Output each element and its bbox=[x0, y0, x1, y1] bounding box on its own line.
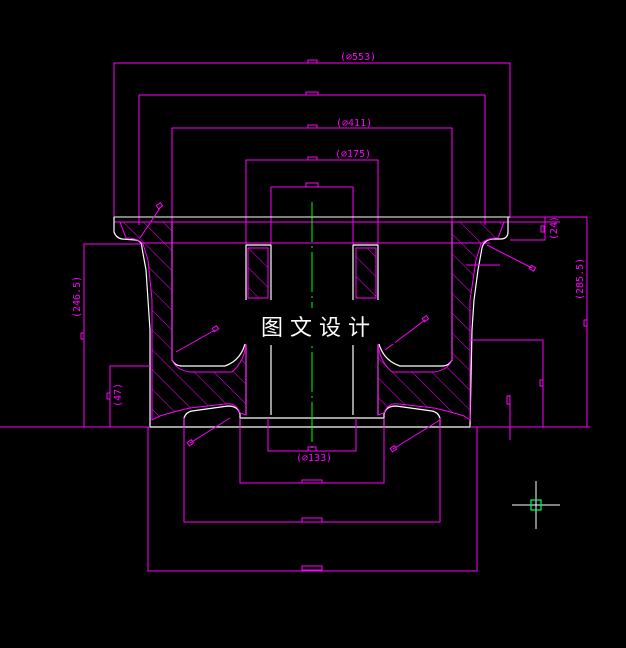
dim-553: (⌀553) bbox=[340, 52, 376, 63]
dim-175: (⌀175) bbox=[335, 149, 371, 160]
watermark-text: 图文设计 bbox=[243, 308, 395, 344]
dim-411: (⌀411) bbox=[336, 118, 372, 129]
top-dimensions bbox=[113, 59, 511, 245]
crosshair-cursor bbox=[512, 481, 560, 529]
dim-47: (47) bbox=[113, 383, 124, 407]
dim-133: (⌀133) bbox=[296, 453, 332, 464]
right-dimensions bbox=[470, 216, 590, 440]
section-hatching bbox=[119, 221, 505, 421]
dim-246-5: (246.5) bbox=[72, 276, 83, 318]
dim-24: (24) bbox=[549, 216, 560, 240]
leaders bbox=[139, 201, 537, 453]
bottom-dimensions bbox=[0, 418, 478, 572]
dim-285-5: (285.5) bbox=[575, 258, 586, 300]
